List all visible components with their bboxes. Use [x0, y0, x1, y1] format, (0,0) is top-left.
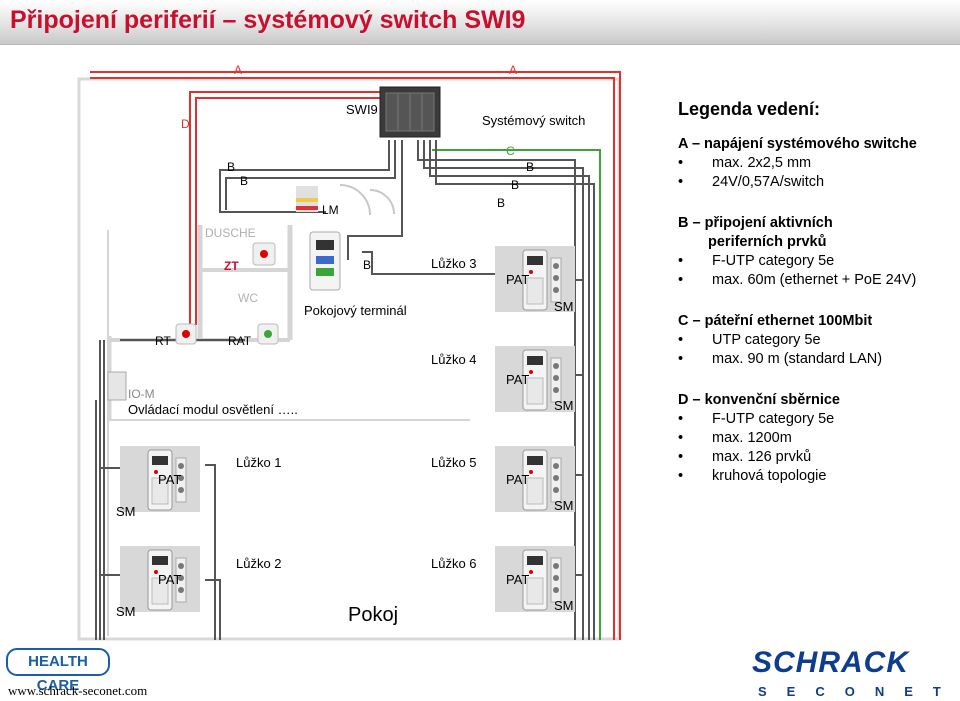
legend-heading: Legenda vedení:: [678, 99, 821, 119]
legend-item: max. 90 m (standard LAN): [678, 350, 958, 369]
line-letter-b: B: [511, 178, 520, 192]
legend-item: 24V/0,57A/switch: [678, 173, 958, 192]
legend-item: max. 60m (ethernet + PoE 24V): [678, 271, 958, 290]
io-m-label: IO-M: [128, 387, 155, 401]
legend-item: kruhová topologie: [678, 467, 958, 486]
legend-title: C – páteřní ethernet 100Mbit: [678, 313, 873, 329]
schrack-logo: SCHRACK: [752, 646, 909, 679]
line-d: [189, 91, 380, 325]
line-letter-c: C: [506, 144, 515, 158]
wc-label: WC: [238, 291, 258, 305]
legend-section-c: C – páteřní ethernet 100Mbit UTP categor…: [678, 312, 958, 369]
swi9-label: SWI9: [346, 102, 378, 117]
line-letter-b: B: [363, 258, 372, 272]
legend-section-d: D – konvenční sběrnice F-UTP category 5e…: [678, 391, 958, 486]
lighting-module-label: Ovládací modul osvětlení …..: [128, 402, 298, 417]
legend-section-b: B – připojení aktivních periferních prvk…: [678, 214, 958, 290]
bed-label: Lůžko 4: [431, 352, 477, 367]
dusche-label: DUSCHE: [205, 226, 256, 240]
bed-label: Lůžko 6: [431, 556, 477, 571]
line-letter-b: B: [240, 174, 249, 188]
line-letter-b: B: [227, 160, 236, 174]
legend-item: max. 126 prvků: [678, 448, 958, 467]
health-care-logo: HEALTH CARE: [6, 648, 110, 694]
line-letter-b: B: [497, 196, 506, 210]
legend: Legenda vedení: A – napájení systémového…: [678, 100, 958, 508]
rat-label: RAT: [228, 334, 252, 348]
legend-title: B – připojení aktivních: [678, 215, 833, 231]
sm-label: SM: [116, 604, 136, 619]
line-letter-a: A: [509, 63, 518, 77]
sm-label: SM: [554, 498, 574, 513]
bed-label: Lůžko 2: [236, 556, 282, 571]
terminal-label: Pokojový terminál: [304, 303, 407, 318]
bed-label: Lůžko 1: [236, 455, 282, 470]
room-label: Pokoj: [348, 604, 399, 626]
legend-item: max. 2x2,5 mm: [678, 154, 958, 173]
title-bar: Připojení periferií – systémový switch S…: [0, 0, 960, 45]
line-letter-a: A: [234, 63, 243, 77]
line-c: [432, 149, 601, 640]
sm-label: SM: [554, 299, 574, 314]
zt-label: ZT: [224, 259, 239, 273]
bed-label: Lůžko 3: [431, 256, 477, 271]
pat-label: PAT: [158, 472, 182, 487]
sm-label: SM: [554, 398, 574, 413]
legend-title: periferních prvků: [708, 234, 827, 250]
line-d-2: [195, 97, 380, 325]
rt-label: RT: [155, 334, 171, 348]
line-a-2: [90, 77, 615, 640]
website-url[interactable]: www.schrack-seconet.com: [8, 683, 148, 698]
legend-title: A – napájení systémového switche: [678, 136, 917, 152]
pat-label: PAT: [506, 272, 530, 287]
legend-item: F-UTP category 5e: [678, 410, 958, 429]
sm-label: SM: [116, 504, 136, 519]
line-a: [90, 71, 621, 640]
legend-title: D – konvenční sběrnice: [678, 392, 840, 408]
pat-label: PAT: [506, 572, 530, 587]
page-title: Připojení periferií – systémový switch S…: [10, 6, 526, 34]
switch-label: Systémový switch: [482, 113, 586, 128]
sm-label: SM: [554, 598, 574, 613]
legend-item: UTP category 5e: [678, 331, 958, 350]
line-letter-b: B: [526, 160, 535, 174]
line-letter-d: D: [181, 117, 190, 131]
io-m-device: [107, 371, 127, 401]
legend-item: F-UTP category 5e: [678, 252, 958, 271]
pat-label: PAT: [158, 572, 182, 587]
legend-section-a: A – napájení systémového switche max. 2x…: [678, 135, 958, 192]
pat-label: PAT: [506, 372, 530, 387]
seconet-logo: SECONET: [758, 684, 960, 699]
bed-label: Lůžko 5: [431, 455, 477, 470]
lm-label: LM: [322, 203, 339, 217]
legend-item: max. 1200m: [678, 429, 958, 448]
pat-label: PAT: [506, 472, 530, 487]
